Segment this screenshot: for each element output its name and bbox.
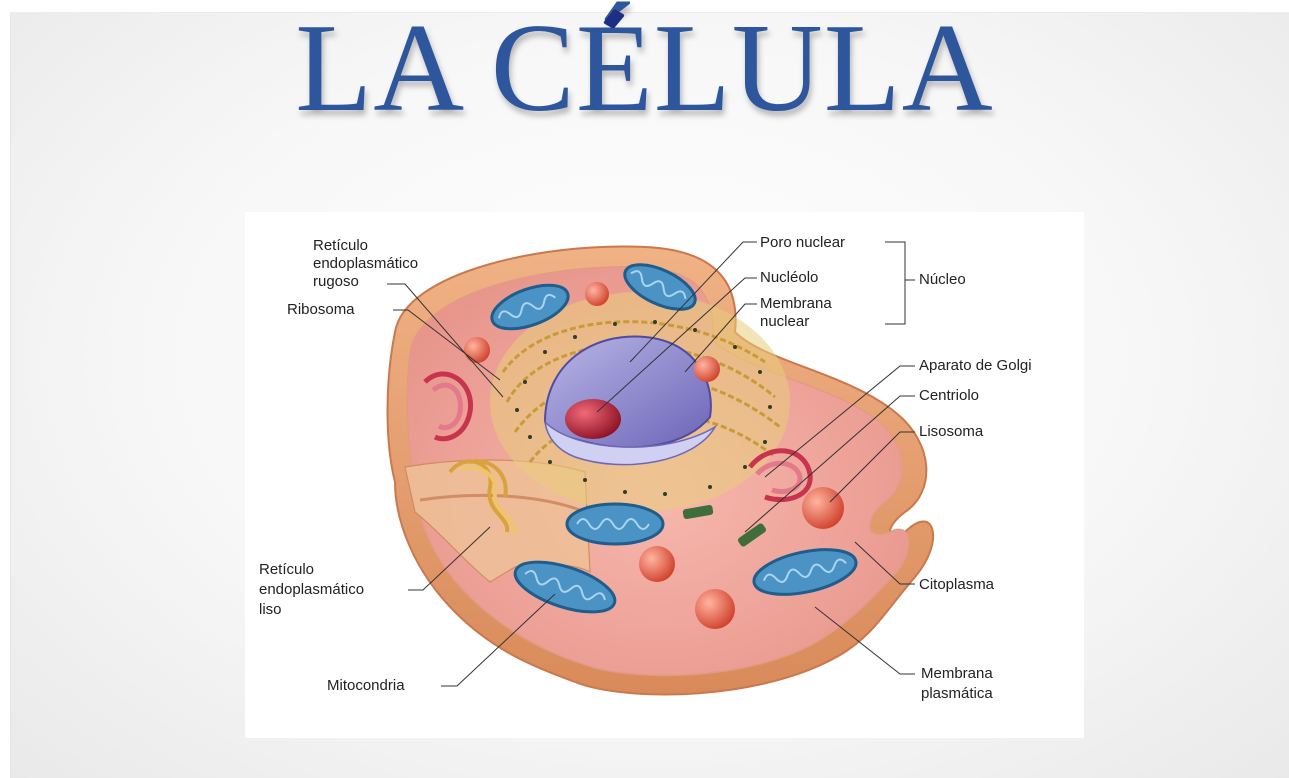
label-membrana-nuclear-1: Membrana [760, 295, 832, 312]
label-citoplasma: Citoplasma [919, 576, 995, 593]
label-reticulo-rugoso-2: endoplasmático [313, 255, 418, 272]
label-membrana-nuclear-2: nuclear [760, 313, 809, 330]
nucleolus [565, 399, 621, 439]
mitochondrion [567, 504, 663, 544]
label-mitocondria: Mitocondria [327, 677, 405, 694]
label-centriolo: Centriolo [919, 387, 979, 404]
label-membrana-plasmatica-1: Membrana [921, 665, 993, 682]
label-ribosoma: Ribosoma [287, 301, 355, 318]
label-nucleolo: Nucléolo [760, 269, 818, 286]
label-reticulo-liso-1: Retículo [259, 561, 314, 578]
slide-title: LA CÉLULA [0, 6, 1289, 132]
label-reticulo-liso-2: endoplasmático [259, 581, 364, 598]
label-reticulo-rugoso-3: rugoso [313, 273, 359, 290]
label-lisosoma: Lisosoma [919, 423, 984, 440]
cell-diagram: Retículo endoplasmático rugoso Ribosoma … [245, 212, 1084, 738]
label-poro-nuclear: Poro nuclear [760, 234, 845, 251]
label-golgi: Aparato de Golgi [919, 357, 1032, 374]
label-membrana-plasmatica-2: plasmática [921, 685, 993, 702]
label-reticulo-liso-3: liso [259, 601, 282, 618]
label-nucleo: Núcleo [919, 271, 966, 288]
cell-illustration: Retículo endoplasmático rugoso Ribosoma … [245, 212, 1084, 738]
label-reticulo-rugoso-1: Retículo [313, 237, 368, 254]
